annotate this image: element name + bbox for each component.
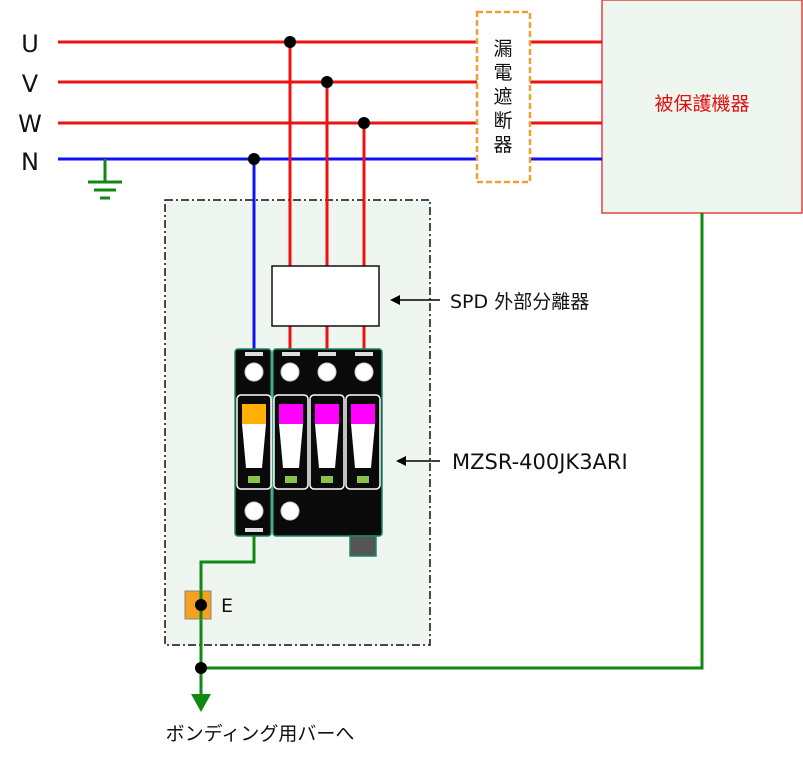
spd-model-arrow-icon — [396, 456, 440, 466]
terminal-top-w — [354, 362, 374, 382]
disconnector-arrow-icon — [390, 295, 440, 305]
line-label-n: N — [21, 148, 39, 176]
cartridge-n — [236, 394, 272, 490]
terminal-top-n — [244, 362, 264, 382]
terminal-bottom-n — [244, 501, 264, 521]
breaker-char-3: 遮 — [493, 86, 512, 108]
indicator-magenta-icon — [315, 404, 339, 424]
line-label-u: U — [21, 30, 39, 58]
junction-dot-u — [284, 36, 296, 48]
spd-disconnector-box — [271, 265, 380, 327]
junction-dot-v — [321, 76, 333, 88]
remote-contact-block — [349, 535, 377, 557]
breaker-char-4: 断 — [493, 110, 512, 132]
ground-arrow-down-icon — [191, 694, 211, 712]
indicator-magenta-icon — [351, 404, 375, 424]
earth-terminal-dot — [195, 599, 207, 611]
earth-terminal-label: E — [221, 595, 233, 617]
cartridge-v — [309, 394, 345, 490]
terminal-bottom-pe — [280, 501, 300, 521]
junction-dot-ground — [195, 662, 207, 674]
protected-equipment-label: 被保護機器 — [654, 93, 749, 115]
terminal-top-v — [317, 362, 337, 382]
breaker-char-2: 電 — [493, 62, 512, 84]
line-label-v: V — [22, 70, 39, 98]
spd-model-label: MZSR-400JK3ARI — [452, 450, 628, 474]
junction-dot-w — [358, 117, 370, 129]
protected-equipment-box — [601, 0, 803, 214]
breaker-char-5: 器 — [493, 134, 512, 156]
disconnector-label: SPD 外部分離器 — [450, 291, 589, 313]
indicator-magenta-icon — [279, 404, 303, 424]
earth-leakage-breaker — [475, 10, 532, 184]
terminal-top-u — [280, 362, 300, 382]
breaker-char-1: 漏 — [493, 38, 512, 60]
indicator-orange-icon — [242, 404, 266, 424]
cartridge-u — [273, 394, 309, 490]
spd-device — [234, 348, 383, 557]
ground-icon — [88, 159, 122, 200]
bonding-bar-label: ボンディング用バーへ — [166, 723, 355, 745]
junction-dot-n — [248, 153, 260, 165]
cartridge-w — [345, 394, 381, 490]
line-label-w: W — [18, 110, 42, 138]
